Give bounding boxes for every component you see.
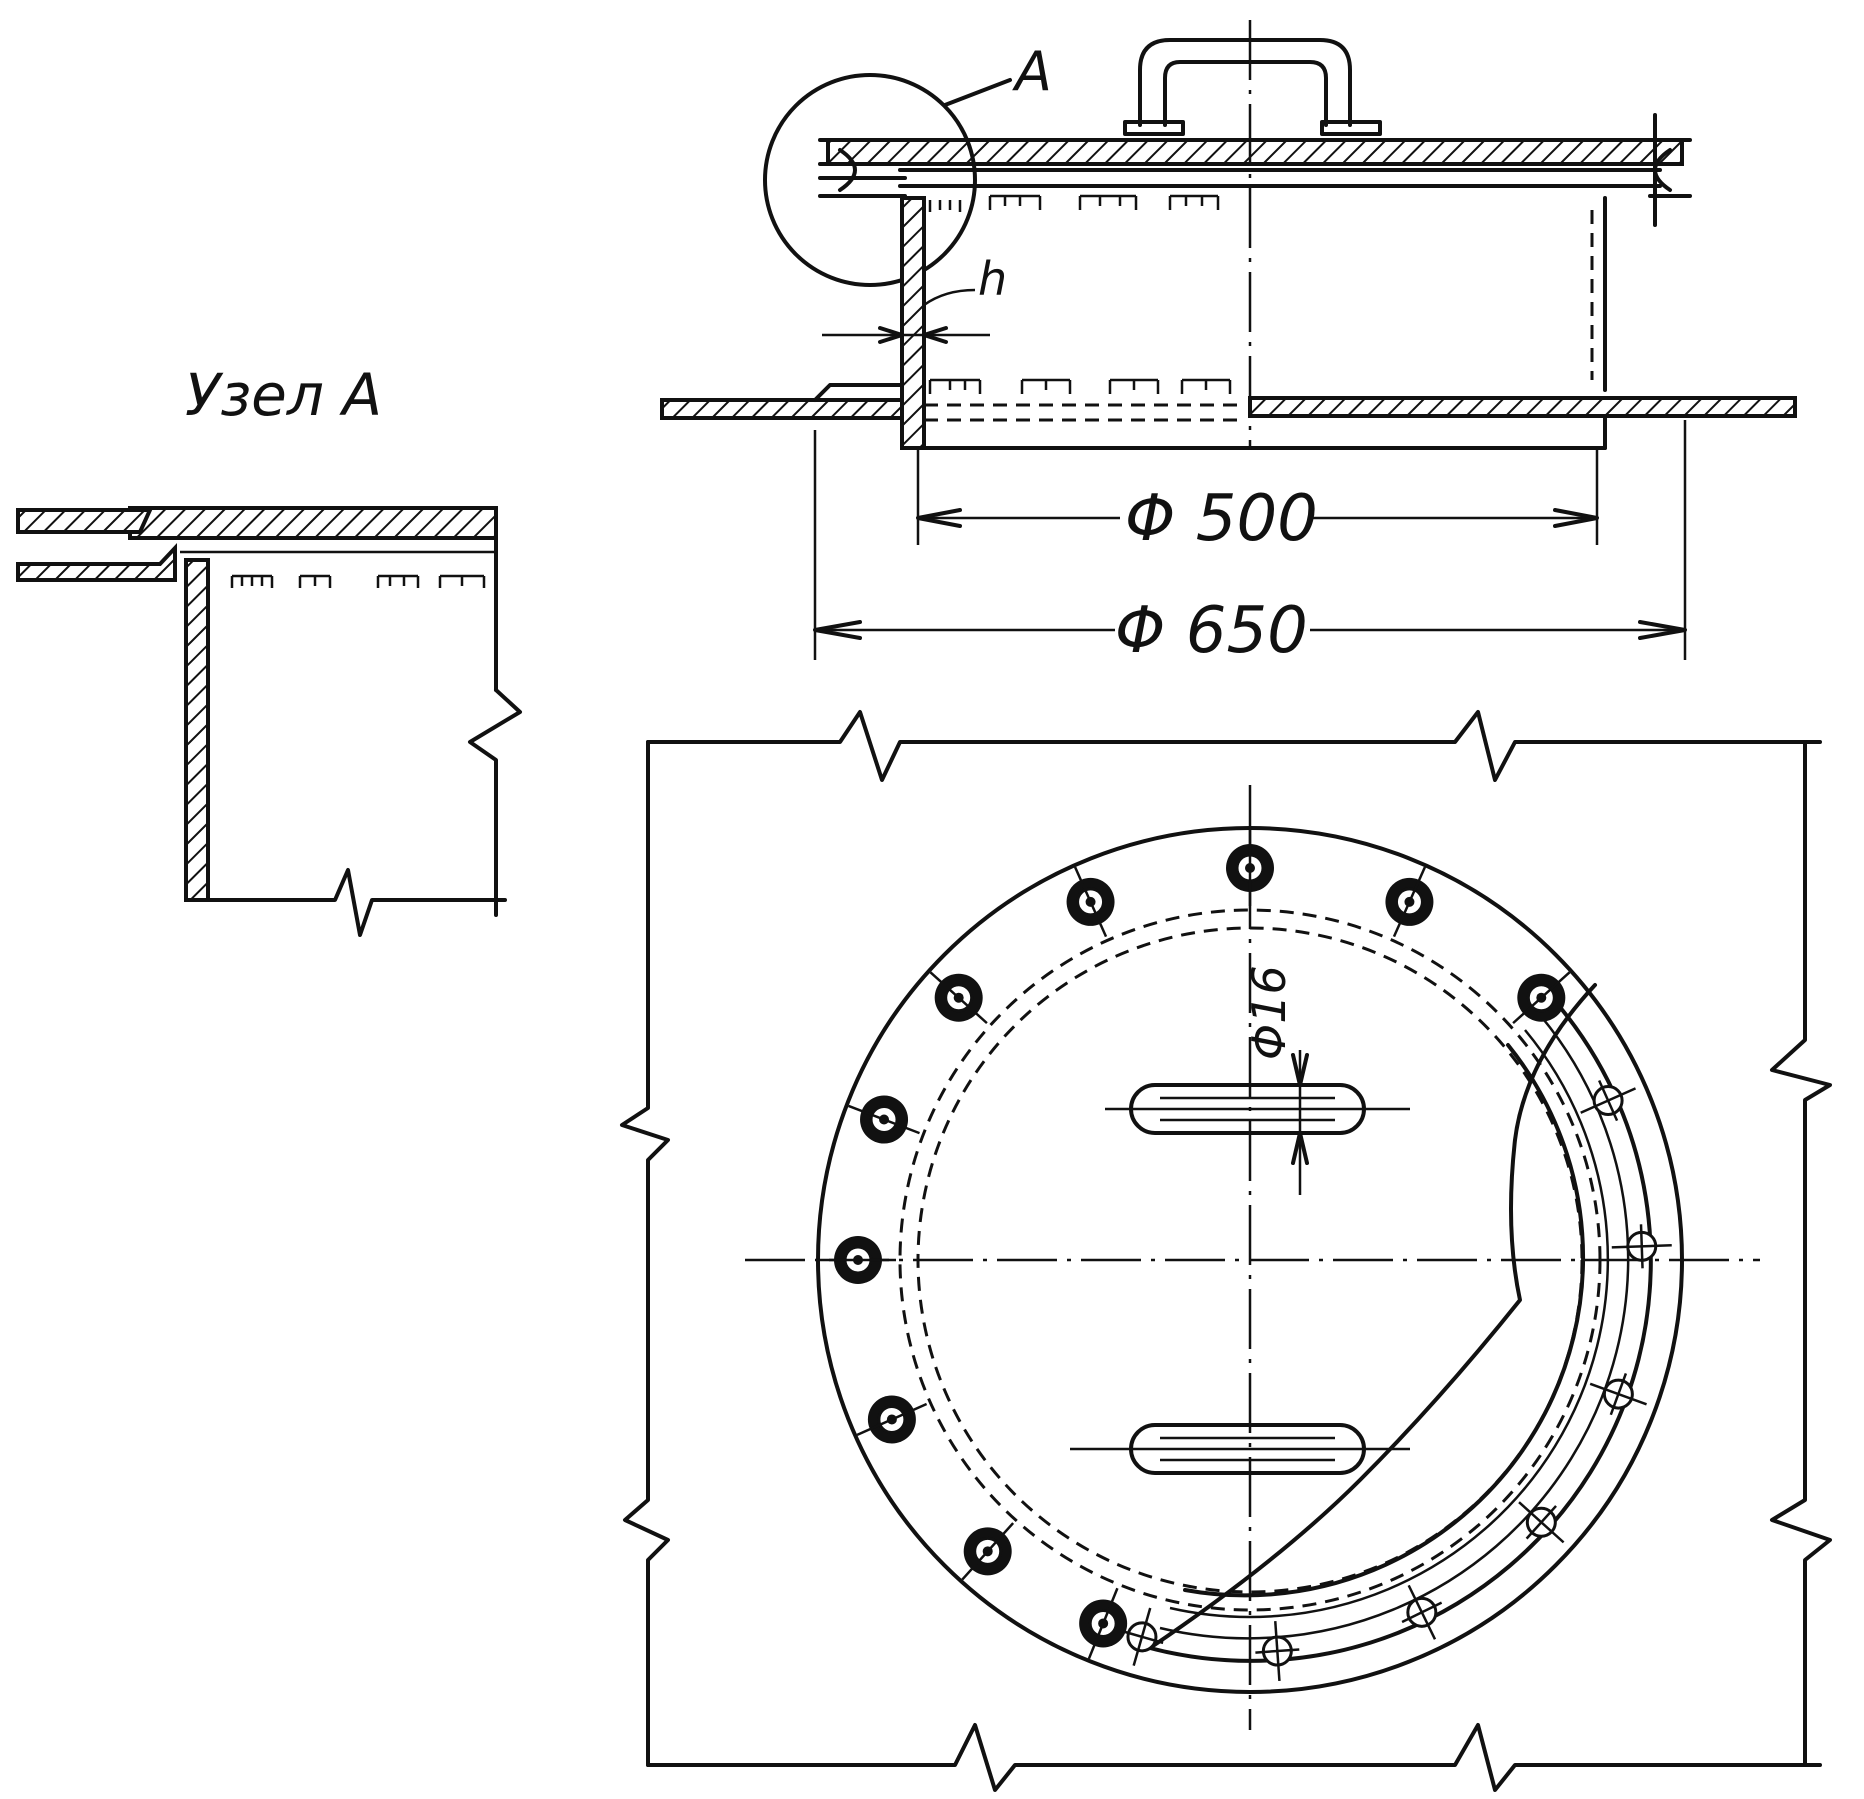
dimension-hole: Φ16: [1242, 965, 1296, 1060]
thickness-label: h: [978, 252, 1007, 306]
elevation-view: А h Φ 500 Φ 650: [660, 20, 1797, 668]
dimension-outer: Φ 650: [1115, 594, 1308, 668]
callout-label: А: [1012, 40, 1052, 103]
plan-view: Φ16: [620, 710, 1832, 1792]
bolt-nut: [1512, 971, 1571, 1025]
bolt-nut: [961, 1522, 1015, 1581]
bolt-nut: [848, 1095, 920, 1144]
bolt-hole: [1611, 1224, 1672, 1269]
bolt-hole: [1401, 1584, 1443, 1640]
dimension-inner: Φ 500: [1125, 482, 1318, 556]
bolt-nut: [1385, 866, 1434, 938]
detail-node-a: Узел А: [16, 361, 522, 937]
bolt-hole: [1255, 1621, 1300, 1682]
bolt-nut: [929, 971, 988, 1025]
bolt-nut: [1226, 830, 1274, 906]
bolt-nut: [856, 1395, 928, 1444]
bolt-hole: [1518, 1501, 1565, 1544]
bolt-nut: [1066, 866, 1115, 938]
bolt-hole: [1580, 1079, 1637, 1122]
bolt-nut: [820, 1236, 896, 1284]
bolt-hole: [1589, 1372, 1647, 1416]
bolt-hole: [1120, 1607, 1164, 1666]
node-title: Узел А: [185, 361, 382, 429]
bolt-nut: [1079, 1587, 1128, 1660]
bolt-group: [820, 830, 1672, 1682]
